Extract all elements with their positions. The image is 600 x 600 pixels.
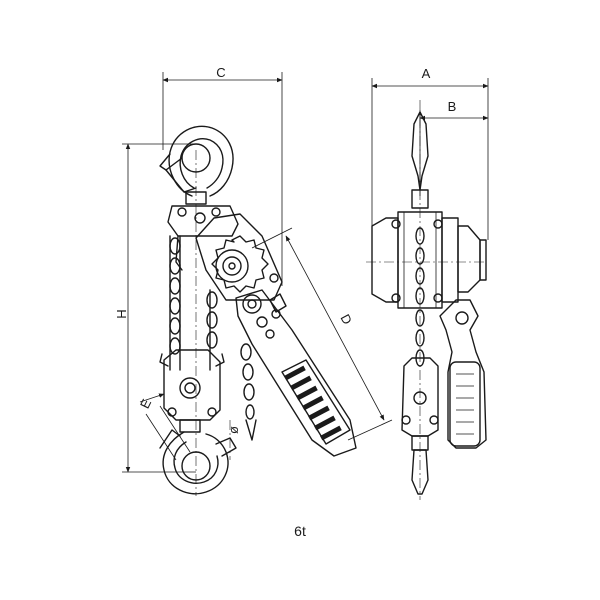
side-lower-block [401,357,439,437]
dim-label-h: H [114,309,129,318]
front-view [159,125,357,495]
lower-block [159,349,225,421]
bottom-hook [159,419,237,495]
side-dimensions [371,78,489,240]
dim-label-phi: ø [226,426,241,434]
dim-label-b: B [448,99,457,114]
front-dimensions [122,72,393,496]
slack-chain [240,343,257,441]
capacity-caption: 6t [294,523,306,539]
dim-label-d: D [337,312,355,327]
top-hook [159,125,234,205]
side-lever [439,299,487,449]
side-view [366,100,487,500]
load-chain-left [169,235,218,371]
dim-label-c: C [216,65,225,80]
gearbox [195,213,283,301]
side-body [371,211,487,309]
dim-label-a: A [422,66,431,81]
